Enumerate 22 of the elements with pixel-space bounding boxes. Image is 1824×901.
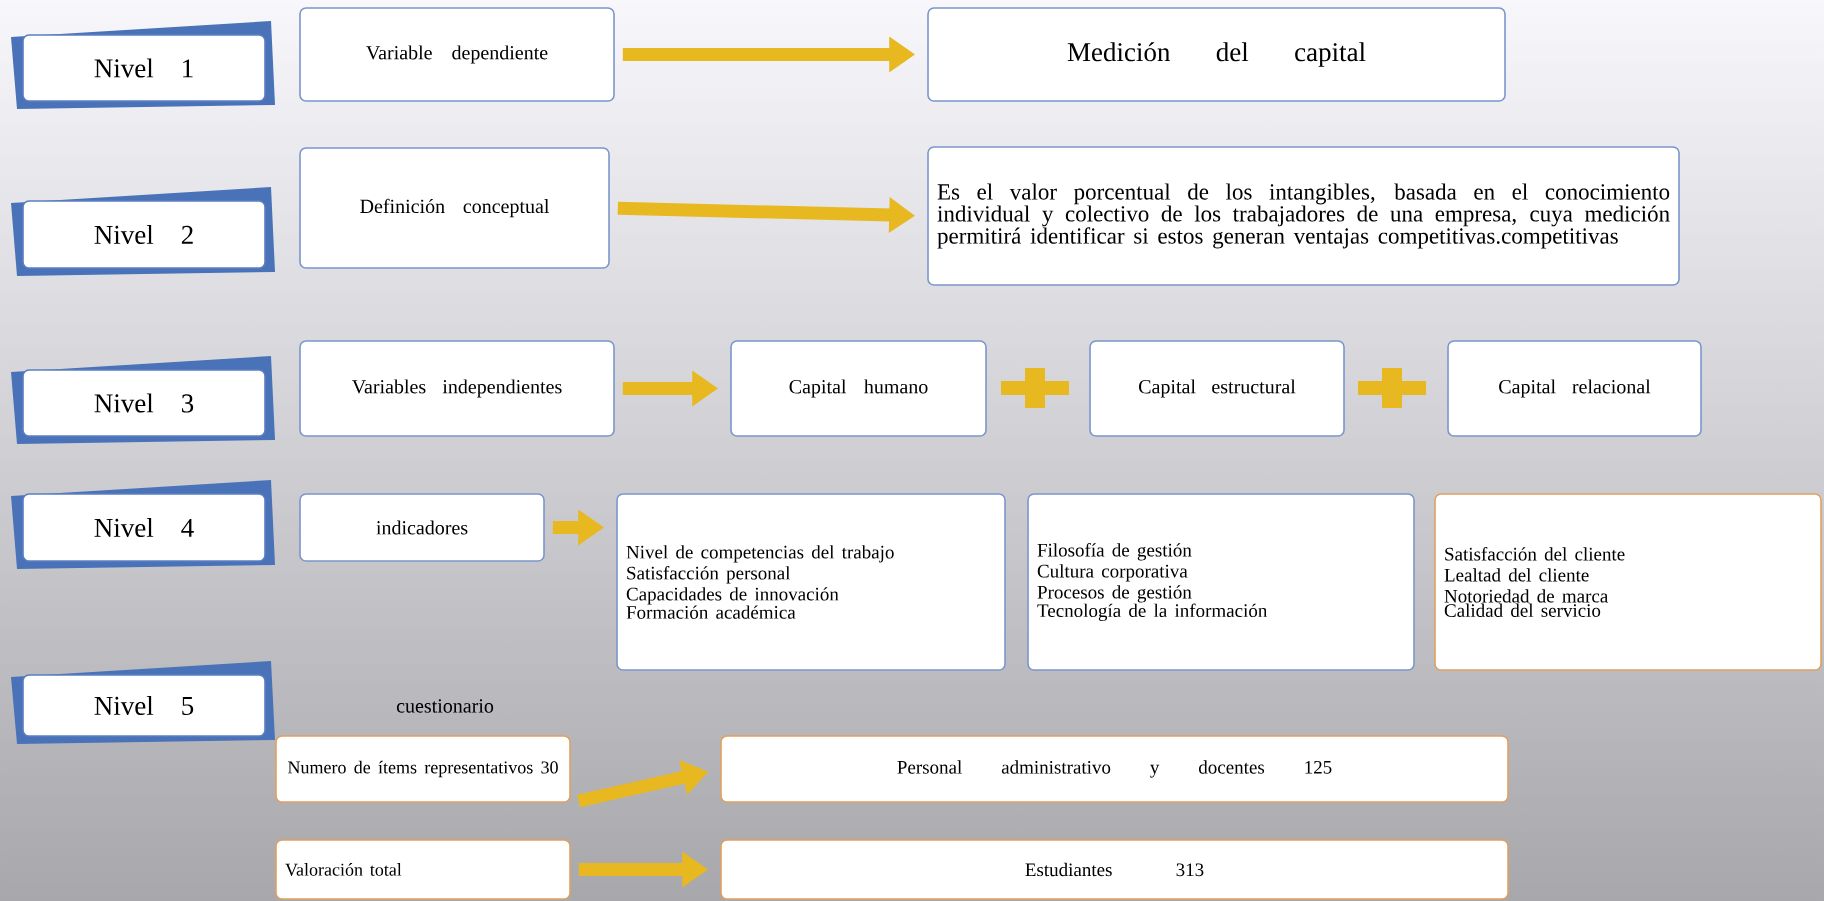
text-box: Variable dependiente: [299, 7, 615, 102]
text-box: Numero de ítems representativos 30: [275, 735, 571, 803]
text-box: indicadores: [299, 493, 545, 562]
text-box: Capital humano: [730, 340, 987, 437]
text-box: Estudiantes 313: [720, 839, 1509, 900]
text-box: Capital relacional: [1447, 340, 1702, 437]
level-tab: Nivel 1: [22, 34, 266, 102]
level-tab: Nivel 4: [22, 493, 266, 562]
text-box: Satisfacción del cliente Lealtad del cliente Notoriedad de marca Calidad del servicio: [1434, 493, 1822, 671]
text-box: Filosofía de gestión Cultura corporativa Procesos de gestión Tecnología de la información: [1027, 493, 1415, 671]
text-box: Valoración total: [275, 839, 571, 900]
text-box: Capital estructural: [1089, 340, 1345, 437]
level-tab: Nivel 5: [22, 674, 266, 737]
text-box: Nivel de competencias del trabajo Satisfacción personal Capacidades de innovación Formación académica: [616, 493, 1006, 671]
text-box: Variables independientes: [299, 340, 615, 437]
text-box: Es el valor porcentual de los intangibles, basada en el conocimiento individual y colectivo de los trabajadores de una empresa, cuya medición permitirá identificar si estos generan ventajas competitivas.competitivas: [927, 146, 1680, 286]
level-tab: Nivel 3: [22, 369, 266, 437]
section-label: cuestionario: [396, 699, 494, 713]
level-tab: Nivel 2: [22, 200, 266, 269]
text-box: Definición conceptual: [299, 147, 610, 269]
text-box: Personal administrativo y docentes 125: [720, 735, 1509, 803]
text-box: Medición del capital: [927, 7, 1506, 102]
